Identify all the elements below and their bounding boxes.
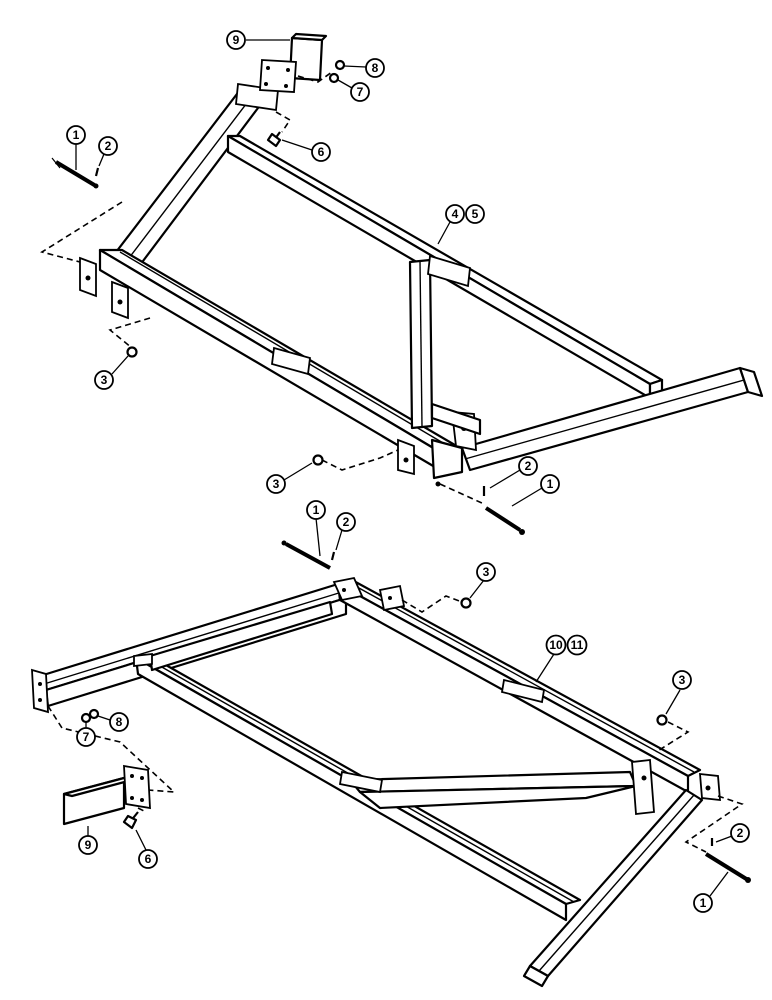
bottom-dash-washer-3a (401, 595, 463, 613)
bottom-callout-2b: 2 (715, 823, 750, 843)
bottom-callout-6: 6 (135, 829, 158, 869)
top-callout-3b-label: 3 (273, 477, 280, 491)
bottom-right-leg-tube (522, 788, 704, 988)
top-frame-assembly: 9 8 7 6 1 2 4 (40, 30, 764, 535)
top-callout-2b: 2 (489, 456, 538, 489)
bottom-callout-9: 9 (78, 826, 98, 855)
top-callout-2: 2 (98, 136, 118, 167)
bottom-clip-2 (330, 551, 336, 561)
top-dash-left-pin (40, 201, 123, 263)
bottom-callout-7-label: 7 (83, 730, 90, 744)
bottom-dash-left (47, 705, 177, 793)
top-callout-8-label: 8 (372, 61, 379, 75)
bottom-washer-8 (88, 708, 100, 720)
bottom-pin-1b (704, 852, 751, 883)
top-drawbar-tube (108, 88, 272, 267)
bottom-inner-crossmember (148, 600, 334, 672)
top-rear-center-plate (427, 254, 471, 288)
bottom-callout-10: 10 (535, 634, 567, 683)
top-callout-3b: 3 (266, 462, 313, 494)
bottom-dash-washer-3b (655, 721, 690, 753)
bottom-nut-7 (80, 712, 92, 724)
top-washer-3a (126, 346, 138, 358)
top-callout-9-label: 9 (233, 33, 240, 47)
bottom-callout-1-label: 1 (313, 503, 320, 517)
top-washer-8 (334, 59, 346, 71)
top-nut-7 (328, 72, 340, 84)
bottom-dash-right-pin (684, 795, 744, 853)
top-callout-2b-label: 2 (525, 459, 532, 473)
bottom-callout-3b: 3 (665, 670, 692, 715)
bottom-bolt-6 (122, 811, 139, 830)
top-left-bracket (79, 256, 129, 320)
bottom-callout-1: 1 (306, 500, 326, 557)
bottom-callout-10-label: 10 (549, 638, 563, 652)
top-callout-5: 5 (465, 204, 485, 224)
top-right-bracket (397, 411, 477, 487)
top-callout-7-label: 7 (357, 85, 364, 99)
bottom-washer-3a (460, 597, 472, 609)
top-lower-brace (430, 402, 482, 436)
bottom-callout-8: 8 (97, 712, 129, 732)
top-dash-right-pin (439, 483, 485, 505)
top-bolt-6 (266, 131, 282, 148)
bottom-right-bracket (631, 759, 721, 815)
bottom-pin-1 (281, 540, 331, 570)
bottom-callout-3a-label: 3 (483, 565, 490, 579)
top-dash-78 (297, 71, 333, 83)
top-pin-1 (51, 157, 99, 189)
bottom-dash-bolt-6 (137, 807, 147, 813)
top-callout-9: 9 (226, 30, 290, 50)
bottom-callout-8-label: 8 (116, 715, 123, 729)
top-callout-1b-label: 1 (547, 477, 554, 491)
top-dash-6 (275, 111, 292, 133)
top-front-center-plate (271, 346, 311, 376)
top-callout-3a: 3 (94, 355, 129, 390)
bottom-callout-7: 7 (76, 722, 96, 747)
bottom-callout-1b: 1 (693, 871, 729, 913)
top-callout-6: 6 (281, 139, 331, 162)
top-callout-4: 4 (437, 204, 465, 245)
bottom-callout-11: 11 (566, 634, 588, 656)
top-washer-3b (312, 454, 324, 466)
top-callout-5-label: 5 (472, 207, 479, 221)
top-callout-4-label: 4 (452, 207, 459, 221)
bottom-callout-11-label: 11 (571, 638, 584, 652)
top-dash-right-washer (321, 449, 399, 471)
bottom-callout-3a: 3 (469, 562, 496, 599)
top-right-diagonal-tube (460, 366, 764, 472)
top-pin-1b (484, 506, 525, 535)
top-clip-2 (94, 167, 100, 177)
bottom-callout-2: 2 (335, 512, 356, 551)
bottom-left-end-plate (31, 668, 49, 714)
top-callout-1: 1 (66, 125, 86, 170)
bottom-callout-6-label: 6 (145, 852, 152, 866)
top-vertical-strut (408, 258, 434, 430)
bottom-callout-9-label: 9 (85, 838, 92, 852)
bottom-hitch-tube (62, 764, 151, 826)
bottom-washer-3b (656, 714, 668, 726)
top-callout-8: 8 (343, 58, 385, 78)
bottom-diagonal-brace (348, 770, 638, 810)
bottom-frame-assembly: 1 2 3 10 11 3 7 (31, 500, 751, 988)
top-callout-6-label: 6 (318, 145, 325, 159)
bottom-front-rail-plate (338, 770, 384, 794)
top-callout-1-label: 1 (73, 128, 80, 142)
bottom-left-inner-plate (133, 652, 153, 668)
top-dash-left-washer (108, 317, 151, 349)
top-callout-1b: 1 (511, 474, 560, 507)
bottom-rear-beam-plate (500, 678, 546, 704)
bottom-callout-2-label: 2 (343, 515, 350, 529)
bottom-center-bracket (332, 576, 406, 612)
top-callout-3a-label: 3 (101, 373, 108, 387)
top-callout-7: 7 (337, 79, 370, 102)
top-callout-2-label: 2 (105, 139, 112, 153)
top-hitch-tube (259, 32, 328, 93)
bottom-callout-1b-label: 1 (700, 896, 707, 910)
bottom-callout-2b-label: 2 (737, 826, 744, 840)
bottom-callout-3b-label: 3 (679, 673, 686, 687)
